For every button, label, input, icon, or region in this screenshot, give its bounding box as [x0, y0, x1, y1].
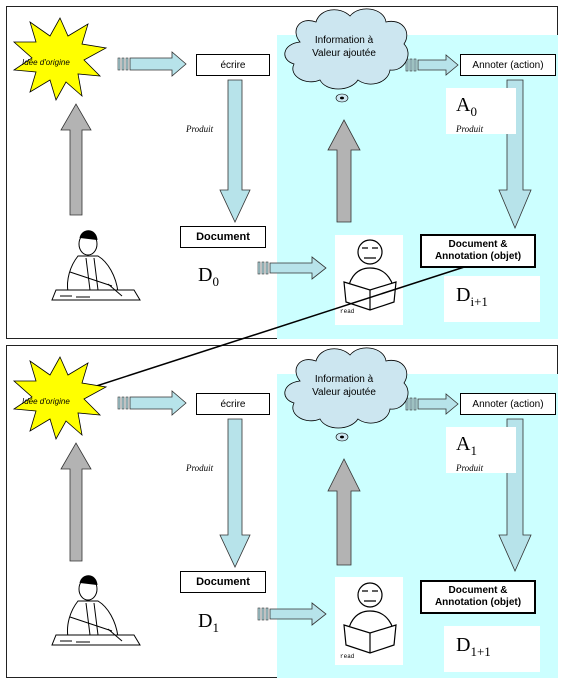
d-label: D0 [198, 264, 219, 289]
writer-figure [51, 575, 141, 646]
d-label: D1 [198, 610, 219, 635]
cross-panel-arrow [83, 257, 496, 391]
annotate-box: Annoter (action) [460, 393, 556, 415]
read-label: read [340, 308, 355, 315]
dn-label: D1+1 [456, 634, 491, 659]
reader-figure [335, 577, 403, 665]
write-box: écrire [196, 54, 270, 76]
arrow-cloud-to-annotate [417, 393, 459, 415]
cloud-label: Information à Valeur ajoutée [312, 35, 376, 59]
cloud-shape [284, 8, 409, 103]
arrow-writer-to-idea [60, 103, 92, 216]
doc-annotation-box: Document & Annotation (objet) [420, 234, 536, 268]
read-label: read [340, 653, 355, 660]
a-label-box [446, 88, 516, 134]
produit-left: Produit [186, 463, 214, 473]
produit-right: Produit [456, 463, 484, 473]
document-box: Document [180, 226, 266, 248]
arrow-cloud-to-annotate [417, 54, 459, 76]
doc-annotation-box: Document & Annotation (objet) [420, 580, 536, 614]
panel-2-shapes [12, 347, 532, 665]
arrow-idea-to-write [129, 51, 187, 77]
a-label: A0 [456, 94, 477, 119]
a-label-box [446, 427, 516, 473]
idea-label: Idée d'origine [22, 397, 70, 406]
produit-right: Produit [456, 124, 484, 134]
dn-label-box [444, 276, 540, 322]
arrow-writer-to-idea [60, 442, 92, 562]
idea-star [12, 356, 108, 441]
writer-figure [51, 230, 141, 301]
dn-label-box [444, 626, 540, 672]
arrow-write-to-document [219, 79, 251, 223]
annotate-box: Annoter (action) [460, 54, 556, 76]
arrow-reader-to-cloud [327, 458, 361, 566]
write-box: écrire [196, 393, 270, 415]
dn-label: Di+1 [456, 284, 488, 309]
idea-label: Idée d'origine [22, 58, 70, 67]
idea-star [12, 17, 108, 102]
arrow-write-to-document [219, 418, 251, 568]
panel-1-shapes [12, 8, 532, 325]
arrow-reader-to-cloud [327, 119, 361, 223]
document-box: Document [180, 571, 266, 593]
arrow-document-to-reader [269, 602, 327, 626]
arrow-idea-to-write [129, 390, 187, 416]
cloud-label: Information à Valeur ajoutée [312, 374, 376, 398]
produit-left: Produit [186, 124, 214, 134]
reader-figure [335, 235, 403, 325]
a-label: A1 [456, 433, 477, 458]
arrow-document-to-reader [269, 256, 327, 280]
cloud-shape [284, 347, 409, 442]
